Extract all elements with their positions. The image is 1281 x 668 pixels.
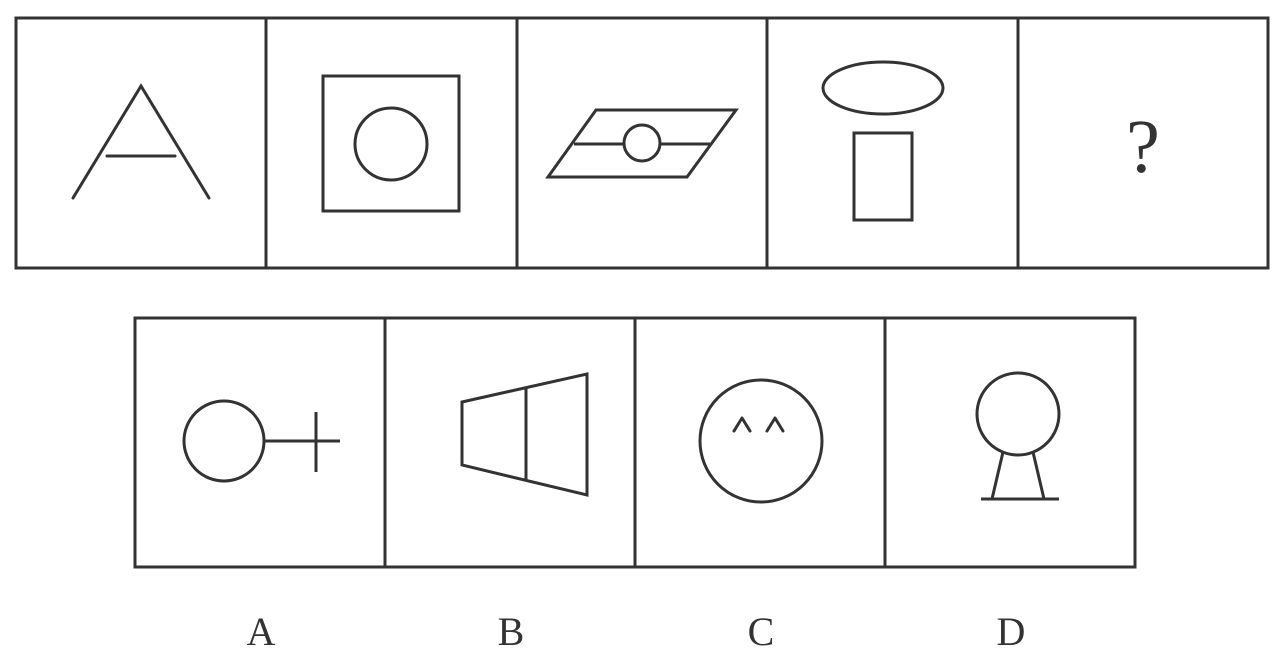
- ellipse-shape: [821, 60, 945, 116]
- small-circle-shape: [622, 123, 662, 163]
- rectangle-shape: [852, 131, 914, 222]
- option-d-right-leg: [1031, 451, 1046, 500]
- option-label-a: A: [247, 609, 276, 654]
- option-d-circle: [975, 371, 1061, 457]
- sequence-row-frame: [14, 16, 1270, 270]
- option-c-circle: [698, 378, 824, 504]
- option-d-figure[interactable]: [975, 371, 1061, 501]
- option-c-figure[interactable]: [698, 378, 824, 504]
- option-a-circle: [182, 399, 266, 483]
- circle-shape: [353, 106, 429, 182]
- option-b-trapezoid: [460, 372, 589, 497]
- a-shape-legs: [71, 83, 211, 200]
- option-label-c: C: [748, 609, 775, 654]
- square-shape: [321, 74, 461, 213]
- options-row: [133, 316, 1137, 569]
- sequence-cell-2-figure: [321, 74, 461, 213]
- option-d-left-leg: [990, 451, 1005, 500]
- option-label-b: B: [498, 609, 525, 654]
- option-c-right-caret: [765, 416, 785, 433]
- parallelogram-shape: [545, 108, 739, 179]
- question-mark: ?: [1126, 105, 1160, 189]
- sequence-row: [14, 16, 1270, 270]
- option-label-d: D: [997, 609, 1026, 654]
- option-c-left-caret: [732, 416, 752, 433]
- sequence-cell-4-figure: [821, 60, 945, 222]
- option-a-figure[interactable]: [182, 399, 340, 483]
- sequence-cell-1-figure: [71, 83, 211, 200]
- option-b-figure[interactable]: [460, 372, 589, 497]
- sequence-cell-3-figure: [545, 108, 739, 179]
